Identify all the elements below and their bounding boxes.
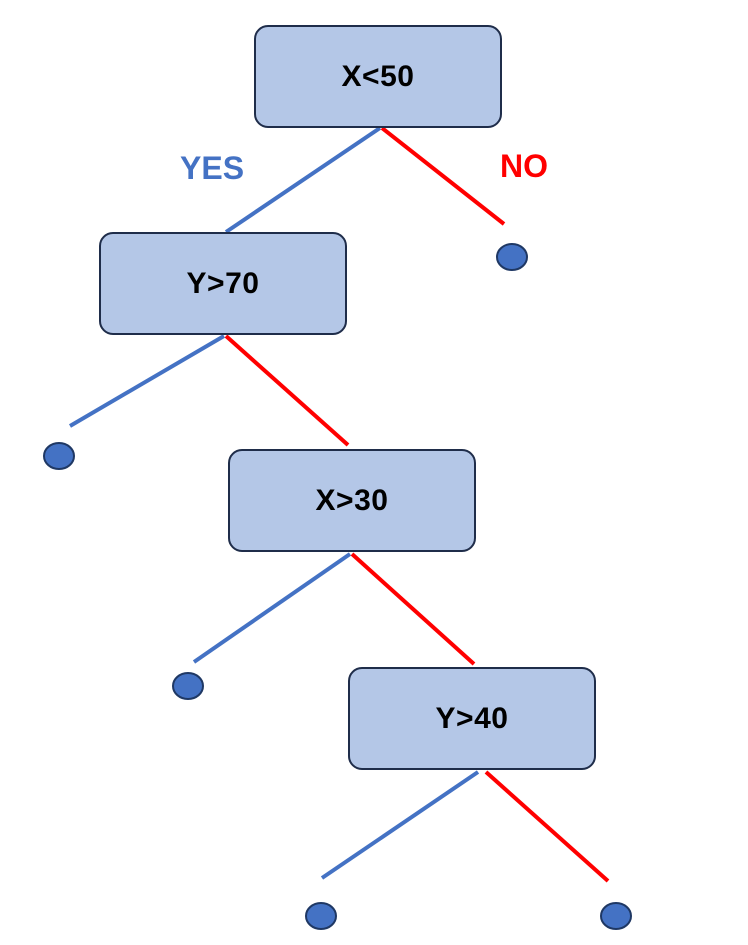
edge-y70-no xyxy=(224,334,350,447)
edge-y40-no xyxy=(484,770,610,883)
decision-node-label: Y>40 xyxy=(435,701,509,735)
branch-label-yes: YES xyxy=(180,150,245,186)
leaf-node-x30-yes xyxy=(172,672,204,700)
edge-y70-yes xyxy=(68,334,226,428)
decision-node-x-lt-50: X<50 xyxy=(254,25,502,128)
leaf-node-y40-no xyxy=(600,902,632,930)
edge-x30-no xyxy=(350,552,476,666)
leaf-node-y40-yes xyxy=(305,902,337,930)
decision-node-y-gt-70: Y>70 xyxy=(99,232,347,335)
edge-x30-yes xyxy=(192,552,352,664)
branch-label-no: NO xyxy=(500,148,548,184)
edge-x50-no xyxy=(380,126,506,226)
decision-node-label: Y>70 xyxy=(186,266,260,300)
decision-node-label: X>30 xyxy=(315,483,389,517)
edge-y40-yes xyxy=(320,770,480,880)
leaf-node-y70-yes xyxy=(43,442,75,470)
decision-node-y-gt-40: Y>40 xyxy=(348,667,596,770)
decision-node-label: X<50 xyxy=(341,59,415,93)
leaf-node-x50-no xyxy=(496,243,528,271)
edge-x50-yes xyxy=(224,126,382,234)
decision-node-x-gt-30: X>30 xyxy=(228,449,476,552)
